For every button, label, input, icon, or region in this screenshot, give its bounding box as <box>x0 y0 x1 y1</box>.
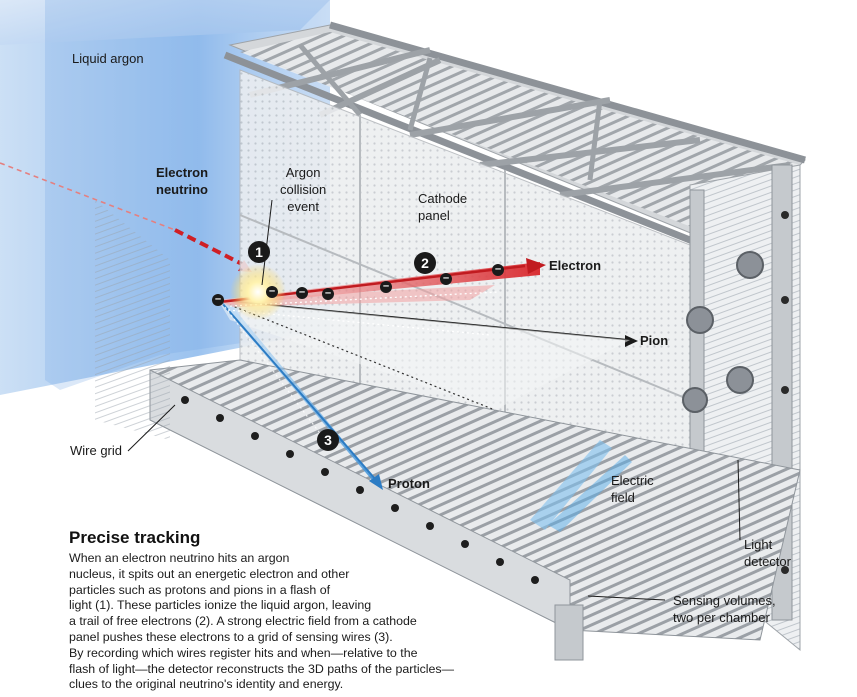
free-electron-marker: – <box>322 288 334 300</box>
top-truss <box>223 21 806 254</box>
step-2-badge: 2 <box>414 252 436 274</box>
info-title: Precise tracking <box>69 528 201 547</box>
collision-leader <box>261 199 273 286</box>
neutrino-path <box>174 228 245 267</box>
free-electron-marker: – <box>296 287 308 299</box>
light-detector-leader <box>737 459 741 541</box>
corner-post <box>554 604 584 661</box>
electric-field-label: Electric field <box>611 473 654 505</box>
info-panel: Precise tracking When an electron neutri… <box>69 528 489 693</box>
info-body: When an electron neutrino hits an argon … <box>69 551 454 692</box>
electron-label: Electron <box>549 258 602 273</box>
sensing-volumes-label: Sensing volumes, two per chamber <box>673 593 776 625</box>
wire-grid <box>95 200 170 440</box>
free-electron-marker: – <box>212 294 224 306</box>
pion-label: Pion <box>640 333 669 348</box>
beam-holes <box>181 396 539 584</box>
free-electron-marker: – <box>492 264 504 276</box>
argon-volume-top <box>0 0 330 45</box>
liquid-argon-label: Liquid argon <box>72 51 144 66</box>
proton-track <box>221 302 377 481</box>
drift-lines <box>227 291 499 336</box>
pion-shadow <box>218 300 630 410</box>
free-electron-marker: – <box>266 286 278 298</box>
cathode-panel-label: Cathode panel <box>418 191 468 223</box>
wire-grid-leader <box>127 404 176 452</box>
electron-beam-lower <box>218 285 495 307</box>
collision-flash <box>230 264 286 320</box>
neutrino-path-faint <box>0 162 176 231</box>
proton-arrowhead <box>369 474 383 490</box>
light-detector-label: Light detector <box>744 537 791 569</box>
wire-grid-label: Wire grid <box>70 443 123 458</box>
proton-label: Proton <box>388 476 430 491</box>
pion-arrowhead <box>625 335 638 347</box>
proton-drift <box>221 302 326 441</box>
electron-arrowhead <box>526 258 546 274</box>
step-1-badge: 1 <box>248 241 270 263</box>
electron-neutrino-label: Electron neutrino <box>156 165 209 197</box>
panel-seam-h <box>239 214 691 401</box>
free-electron-marker: – <box>380 281 392 293</box>
free-electron-marker: – <box>440 273 452 285</box>
argon-collision-event-label: Argon collision event <box>280 165 327 214</box>
electric-field-arrows <box>530 440 632 532</box>
step-3-badge: 3 <box>317 429 339 451</box>
sensing-leader <box>587 595 666 601</box>
